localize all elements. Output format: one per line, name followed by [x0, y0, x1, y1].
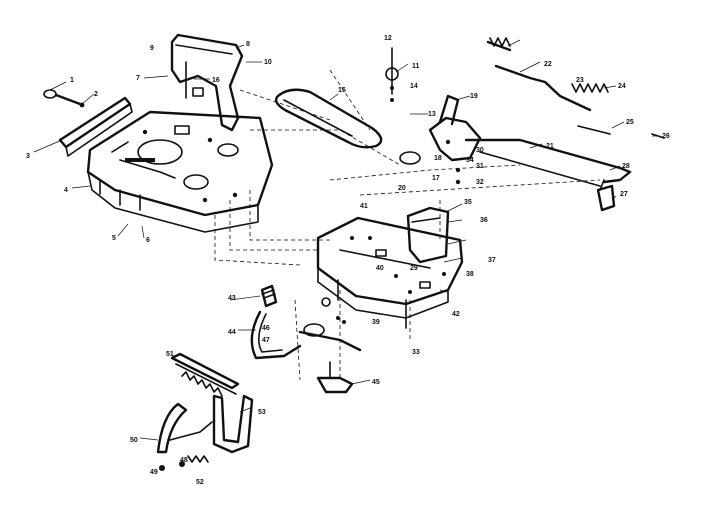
callout-1: 1 — [70, 77, 74, 84]
callout-51: 51 — [166, 351, 174, 358]
callout-2: 2 — [94, 91, 98, 98]
clutch-assembly — [385, 47, 482, 185]
deck-frame — [86, 110, 274, 233]
callout-21: 21 — [546, 143, 554, 150]
callout-39: 39 — [372, 319, 380, 326]
callout-17: 17 — [432, 175, 440, 182]
callout-41: 41 — [360, 203, 368, 210]
callout-13: 13 — [428, 111, 436, 118]
shift-lever — [250, 284, 302, 360]
callout-35: 35 — [464, 199, 472, 206]
callout-28: 28 — [622, 163, 630, 170]
callout-53: 53 — [258, 409, 266, 416]
pedal-assembly — [156, 352, 254, 471]
callout-12: 12 — [384, 35, 392, 42]
callout-20: 20 — [398, 185, 406, 192]
callout-9: 9 — [150, 45, 154, 52]
upper-right-springs — [486, 37, 665, 139]
callout-15: 15 — [338, 87, 346, 94]
callout-30: 30 — [476, 147, 484, 154]
callout-44: 44 — [228, 329, 236, 336]
callout-7: 7 — [136, 75, 140, 82]
callout-numbers: 1 2 3 4 5 6 7 8 9 10 11 12 13 14 15 16 1… — [26, 35, 670, 486]
callout-34: 34 — [466, 157, 474, 164]
callout-14: 14 — [410, 83, 418, 90]
callout-leaders — [33, 39, 660, 441]
callout-26: 26 — [662, 133, 670, 140]
callout-31: 31 — [476, 163, 484, 170]
callout-22: 22 — [544, 61, 552, 68]
center-linkage — [298, 279, 362, 352]
callout-33: 33 — [412, 349, 420, 356]
callout-47: 47 — [262, 337, 270, 344]
callout-42: 42 — [452, 311, 460, 318]
callout-4: 4 — [64, 187, 68, 194]
chassis-frame — [316, 216, 464, 319]
upright-bracket — [406, 206, 450, 264]
callout-18: 18 — [434, 155, 442, 162]
callout-24: 24 — [618, 83, 626, 90]
callout-10: 10 — [264, 59, 272, 66]
long-rod — [464, 138, 632, 187]
callout-43: 43 — [228, 295, 236, 302]
deck-tower-bracket — [170, 33, 244, 132]
callout-38: 38 — [466, 271, 474, 278]
callout-11: 11 — [412, 63, 420, 70]
callout-37: 37 — [488, 257, 496, 264]
callout-6: 6 — [146, 237, 150, 244]
callout-45: 45 — [372, 379, 380, 386]
callout-36: 36 — [480, 217, 488, 224]
callout-16: 16 — [212, 77, 220, 84]
callout-49: 49 — [150, 469, 158, 476]
lower-link-bracket — [316, 299, 407, 394]
angle-bar — [58, 96, 133, 157]
callout-19: 19 — [470, 93, 478, 100]
eyebolt — [43, 89, 85, 108]
callout-32: 32 — [476, 179, 484, 186]
callout-48: 48 — [180, 457, 188, 464]
callout-3: 3 — [26, 153, 30, 160]
callout-23: 23 — [576, 77, 584, 84]
callout-40: 40 — [376, 265, 384, 272]
callout-25: 25 — [626, 119, 634, 126]
callout-29: 29 — [410, 265, 418, 272]
callout-5: 5 — [112, 235, 116, 242]
callout-52: 52 — [196, 479, 204, 486]
foot-pedal — [596, 179, 616, 212]
drive-belt — [274, 88, 383, 149]
callout-46: 46 — [262, 325, 270, 332]
callout-50: 50 — [130, 437, 138, 444]
callout-27: 27 — [620, 191, 628, 198]
callout-8: 8 — [246, 41, 250, 48]
